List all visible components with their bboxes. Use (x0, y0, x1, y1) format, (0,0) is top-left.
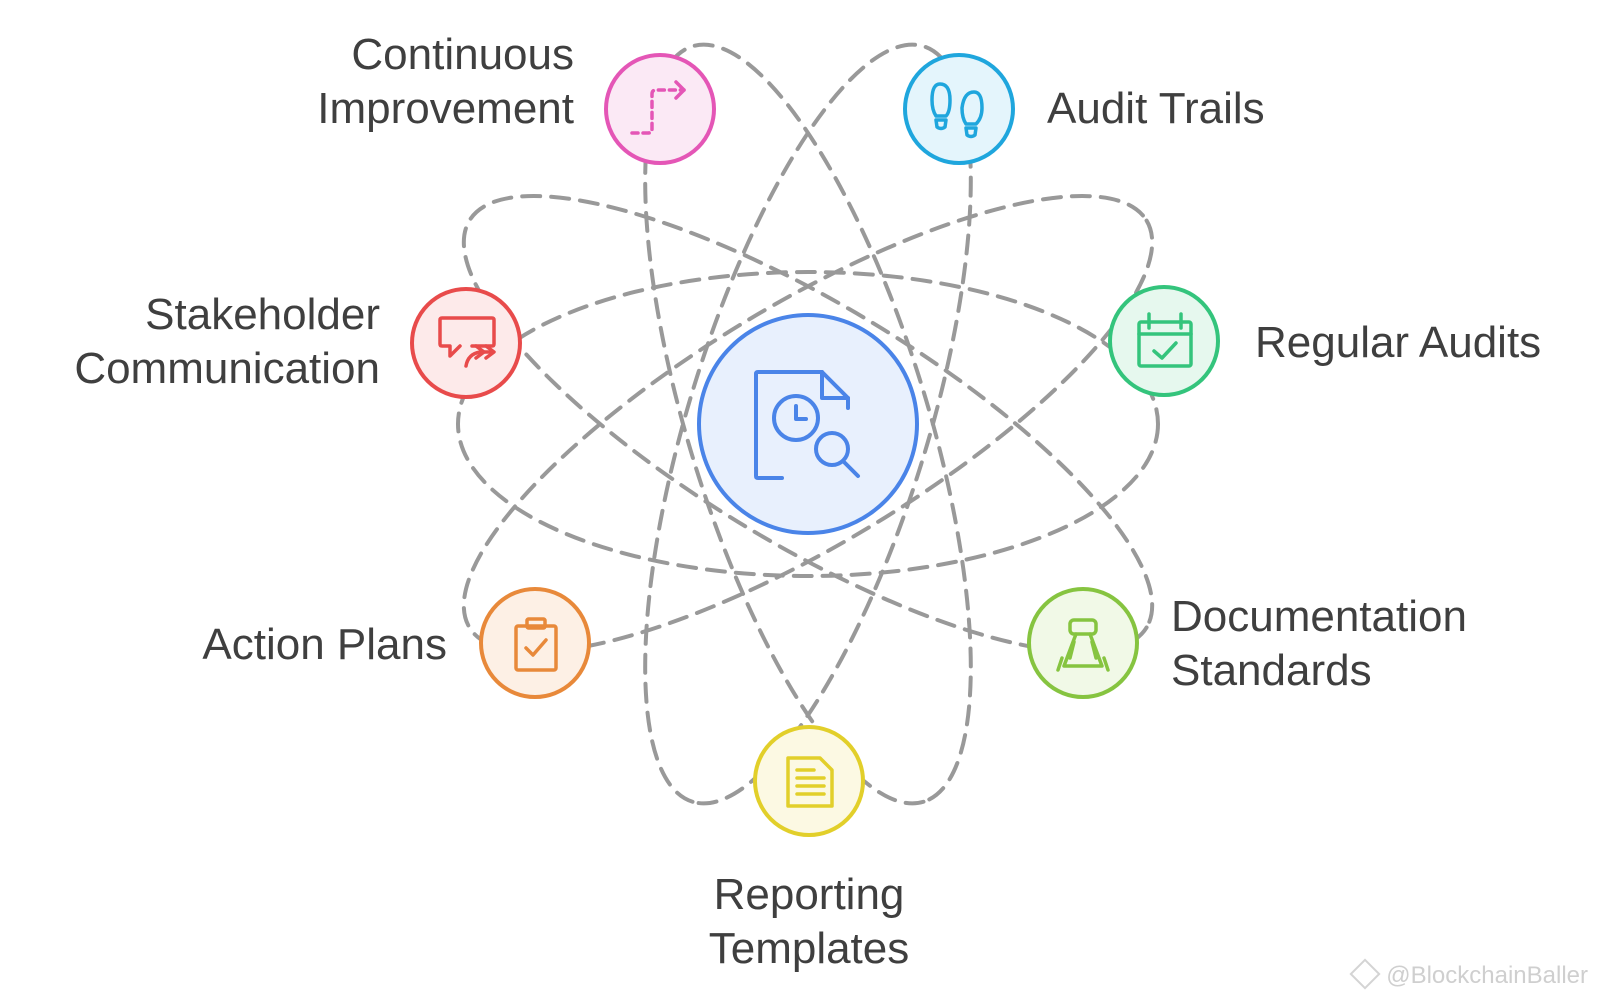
message-forward-icon (438, 316, 496, 368)
node-circle (1108, 285, 1220, 397)
node-circle (1027, 587, 1139, 699)
label-line: Regular Audits (1255, 318, 1542, 367)
node-documentation-standards (1027, 587, 1139, 699)
watermark: @BlockchainBaller (1349, 958, 1588, 990)
label-line: Continuous (351, 30, 574, 79)
node-stakeholder-communication (410, 287, 522, 399)
watermark-text: @BlockchainBaller (1386, 962, 1588, 989)
clipboard-check-icon (514, 617, 558, 672)
label-line: Improvement (317, 84, 574, 133)
label-line: Audit Trails (1047, 84, 1265, 133)
label-documentation-standards: Documentation Standards (1171, 590, 1467, 698)
node-audit-trails (903, 53, 1015, 165)
label-reporting-templates: Reporting Templates (659, 868, 959, 976)
calendar-check-icon (1137, 312, 1193, 368)
label-line: Action Plans (202, 620, 447, 669)
label-action-plans: Action Plans (202, 618, 447, 672)
node-continuous-improvement (604, 53, 716, 165)
label-line: Reporting (713, 870, 905, 919)
node-reporting-templates (753, 725, 865, 837)
node-action-plans (479, 587, 591, 699)
node-circle (604, 53, 716, 165)
label-regular-audits: Regular Audits (1255, 316, 1541, 370)
node-circle (753, 725, 865, 837)
binder-clip-icon (1056, 618, 1110, 672)
label-audit-trails: Audit Trails (1047, 82, 1265, 136)
node-circle (903, 53, 1015, 165)
label-continuous-improvement: Continuous Improvement (317, 28, 574, 136)
step-arrow-up-right-icon (630, 80, 686, 135)
orbit-ellipse (643, 42, 973, 806)
footprints-icon (930, 82, 984, 139)
watermark-logo-icon (1349, 958, 1381, 990)
orbit-ellipse (456, 270, 1160, 578)
label-line: Communication (74, 344, 380, 393)
document-lines-icon (786, 756, 834, 808)
document-clock-search-icon (754, 370, 860, 480)
label-line: Templates (708, 924, 910, 973)
label-line: Stakeholder (145, 290, 380, 339)
orbit-rings (456, 42, 1160, 806)
orbit-ellipse (643, 42, 973, 806)
orbit-ellipse (461, 194, 1155, 654)
node-regular-audits (1108, 285, 1220, 397)
center-node (697, 313, 919, 535)
orbit-ellipse (461, 194, 1155, 654)
label-line: Standards (1171, 646, 1372, 695)
center-circle (697, 313, 919, 535)
node-circle (479, 587, 591, 699)
label-line: Documentation (1171, 592, 1467, 641)
node-circle (410, 287, 522, 399)
label-stakeholder-communication: Stakeholder Communication (74, 288, 380, 396)
